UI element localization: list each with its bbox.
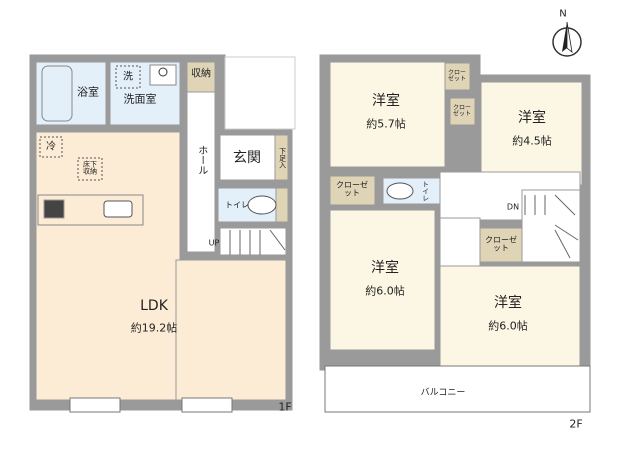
balcony xyxy=(324,365,591,413)
room1-label: 洋室 xyxy=(372,92,400,109)
hall xyxy=(186,91,216,253)
floor1-label: 1F xyxy=(278,400,292,414)
room1-area: 約5.7帖 xyxy=(366,117,406,131)
stairs-2f xyxy=(521,189,581,263)
underfloor-storage-label: 床下収納 xyxy=(83,160,97,176)
stairs-down-label: DN xyxy=(506,202,520,212)
compass-north-label: N xyxy=(559,8,567,20)
entrance-label: 玄関 xyxy=(233,149,261,166)
room2-area: 約4.5帖 xyxy=(512,134,552,148)
washer-label: 洗 xyxy=(123,71,133,83)
floor1-drawing xyxy=(29,54,296,413)
storage-label: 収納 xyxy=(191,68,211,80)
compass-icon xyxy=(552,21,582,57)
closet-small-a-label: クローゼット xyxy=(447,69,466,83)
ldk-label: LDK xyxy=(140,297,168,314)
room2-label: 洋室 xyxy=(518,109,546,126)
closet-label: クローゼット xyxy=(336,180,368,198)
hall-label: ホール xyxy=(195,145,207,175)
balcony-label: バルコニー xyxy=(420,387,466,398)
room4-label: 洋室 xyxy=(494,294,522,311)
closet-c-label: クローゼット xyxy=(485,235,517,253)
floor2-drawing xyxy=(319,54,591,413)
fridge-label: 冷 xyxy=(46,141,56,153)
room2 xyxy=(480,81,583,186)
room4 xyxy=(439,265,581,367)
washroom-label: 洗面室 xyxy=(123,92,157,106)
entrance xyxy=(219,134,276,181)
bath-label: 浴室 xyxy=(77,85,99,99)
room1 xyxy=(329,61,446,168)
sink xyxy=(103,200,133,218)
toilet-2f-label: トイレ xyxy=(421,180,430,202)
room4-area: 約6.0帖 xyxy=(488,319,528,333)
ldk-room xyxy=(35,131,181,401)
room3 xyxy=(329,209,436,351)
ldk-area: 約19.2帖 xyxy=(130,321,178,335)
room3-label: 洋室 xyxy=(371,259,399,276)
stairs-up-label: UP xyxy=(208,238,220,248)
shoe-box xyxy=(274,134,289,181)
toilet-1f-label: トイレ xyxy=(225,200,249,210)
stove xyxy=(43,199,65,219)
closet-small-b-label: クローゼット xyxy=(452,104,471,118)
storage xyxy=(186,61,216,93)
stairs-1f xyxy=(219,227,287,256)
room3-area: 約6.0帖 xyxy=(365,284,405,298)
shoe-box-label: 下足入 xyxy=(278,147,287,169)
bathtub xyxy=(41,65,73,122)
floor2-label: 2F xyxy=(569,417,583,431)
